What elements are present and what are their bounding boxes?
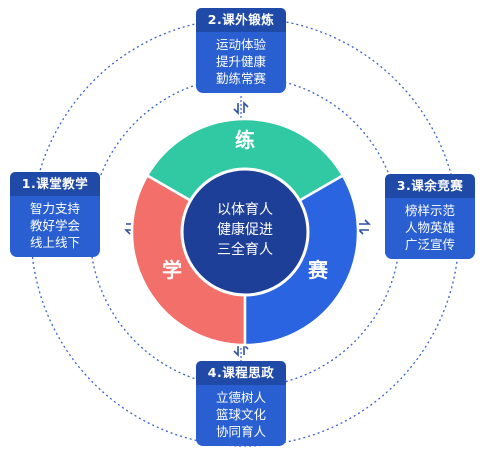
card-extracurricular-competition: 3.课余竞赛 榜样示范 人物英雄 广泛宣传 (385, 174, 475, 259)
card-item: 人物英雄 (404, 220, 455, 235)
card-item: 勤练常赛 (215, 71, 266, 86)
card-item: 篮球文化 (215, 407, 266, 422)
card-title: 1.课堂教学 (10, 172, 100, 196)
card-item: 提升健康 (215, 54, 266, 69)
card-item: 立德树人 (215, 390, 266, 405)
card-title: 2.课外锻炼 (196, 8, 286, 32)
card-item: 教好学会 (29, 218, 80, 233)
core-circle (180, 167, 310, 297)
card-item: 智力支持 (29, 201, 80, 216)
card-title: 4.课程思政 (196, 361, 286, 385)
card-body: 榜样示范 人物英雄 广泛宣传 (385, 198, 475, 259)
segment-label-xue: 学 (162, 258, 182, 282)
exchange-arrow-icon-top (233, 101, 249, 115)
card-item: 榜样示范 (404, 203, 455, 218)
exchange-arrow-icon-right (357, 219, 371, 235)
segment-label-sai: 赛 (307, 258, 329, 282)
card-body: 立德树人 篮球文化 协同育人 (196, 385, 286, 446)
card-extracurricular-exercise: 2.课外锻炼 运动体验 提升健康 勤练常赛 (196, 8, 286, 93)
card-item: 协同育人 (215, 424, 266, 439)
card-classroom-teaching: 1.课堂教学 智力支持 教好学会 线上线下 (10, 172, 100, 257)
card-item: 线上线下 (29, 235, 80, 250)
card-item: 运动体验 (215, 37, 266, 52)
card-curriculum-ideology: 4.课程思政 立德树人 篮球文化 协同育人 (196, 361, 286, 446)
card-body: 智力支持 教好学会 线上线下 (10, 196, 100, 257)
card-item: 广泛宣传 (404, 237, 455, 252)
segment-label-lian: 练 (235, 128, 255, 152)
card-title: 3.课余竞赛 (385, 174, 475, 198)
core-line-2: 健康促进 (217, 221, 273, 238)
card-body: 运动体验 提升健康 勤练常赛 (196, 32, 286, 93)
core-line-1: 以体育人 (217, 202, 273, 218)
core-line-3: 三全育人 (217, 241, 273, 258)
